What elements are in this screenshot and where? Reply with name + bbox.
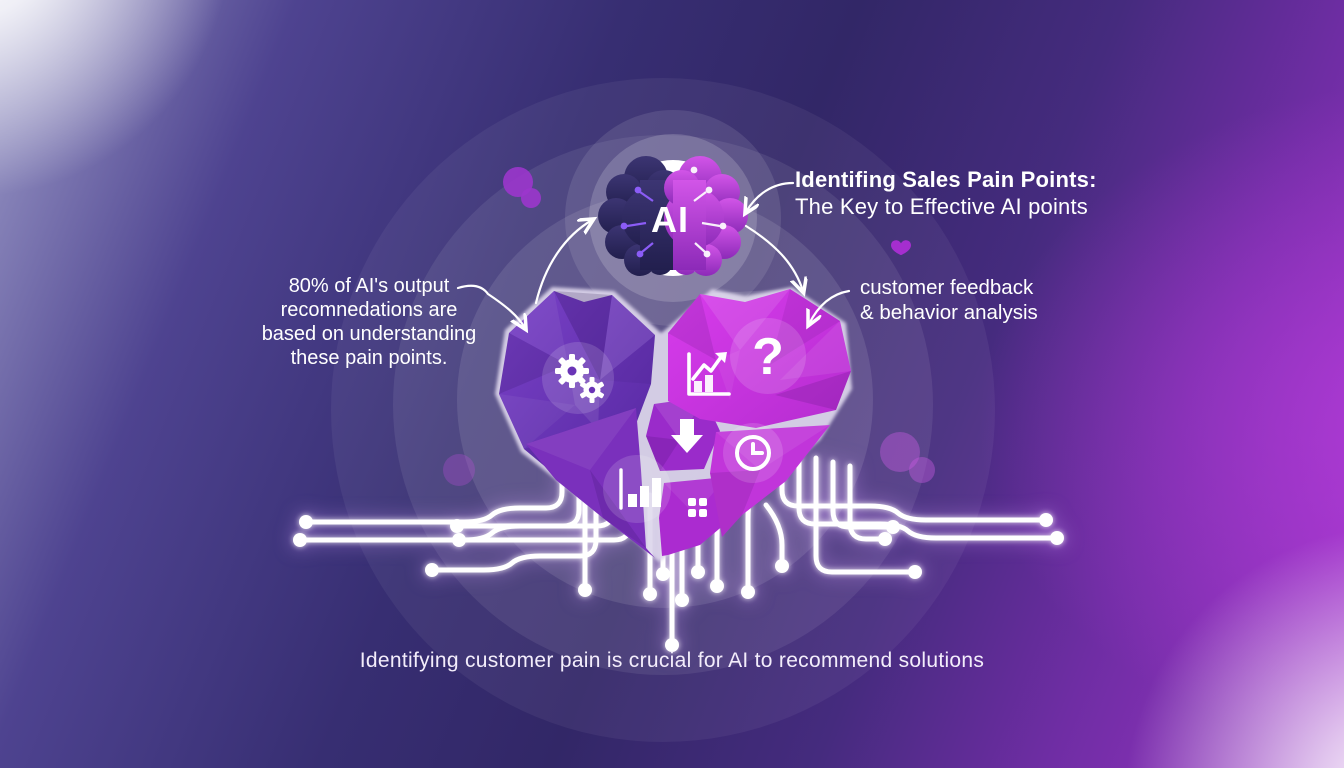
left-annotation-line1: 80% of AI's output <box>288 275 450 297</box>
arrow-heart-to-brain <box>534 220 592 305</box>
right-annotation-line2: & behavior analysis <box>860 301 1038 324</box>
brain-circuit-left <box>620 186 654 258</box>
brain-circuit-right <box>690 166 727 258</box>
left-annotation: 80% of AI's output recomnedations are ba… <box>243 274 495 370</box>
arrow-right-note-to-heart <box>809 289 851 324</box>
bottom-caption: Identifying customer pain is crucial for… <box>359 649 985 672</box>
main-title: Identifing Sales Pain Points: The Key to… <box>795 166 1125 220</box>
right-annotation: customer feedback & behavior analysis <box>860 275 1120 325</box>
faceted-heart: ? <box>499 289 851 558</box>
gears-icon <box>555 354 605 403</box>
ai-label: AI <box>651 199 689 240</box>
clock-icon <box>735 435 771 471</box>
right-annotation-line1: customer feedback <box>860 276 1034 299</box>
main-title-line2: The Key to Effective AI points <box>795 194 1088 219</box>
left-annotation-line3: based on understanding <box>261 323 477 345</box>
left-annotation-line4: these pain points. <box>290 347 448 369</box>
question-icon-bg <box>730 318 806 394</box>
arrow-brain-to-right-lobe <box>744 224 803 291</box>
bar-chart-icon <box>619 468 661 510</box>
question-mark-icon: ? <box>752 328 784 386</box>
connector-arrows <box>456 181 851 328</box>
arrow-title-to-brain <box>746 181 795 212</box>
heart-piece-right-lower <box>710 425 830 537</box>
growth-chart-icon <box>687 352 731 396</box>
heart-piece-bottom-left <box>526 408 655 558</box>
down-arrow-icon <box>671 419 703 453</box>
mini-heart-icon <box>891 240 911 256</box>
left-annotation-line2: recomnedations are <box>280 299 458 321</box>
ai-brain-icon: AI <box>598 156 748 276</box>
dots-grid-icon <box>688 498 707 517</box>
arrow-left-note-to-heart <box>456 284 525 328</box>
main-title-line1: Identifing Sales Pain Points: <box>795 167 1097 192</box>
decor-blobs <box>443 167 935 486</box>
